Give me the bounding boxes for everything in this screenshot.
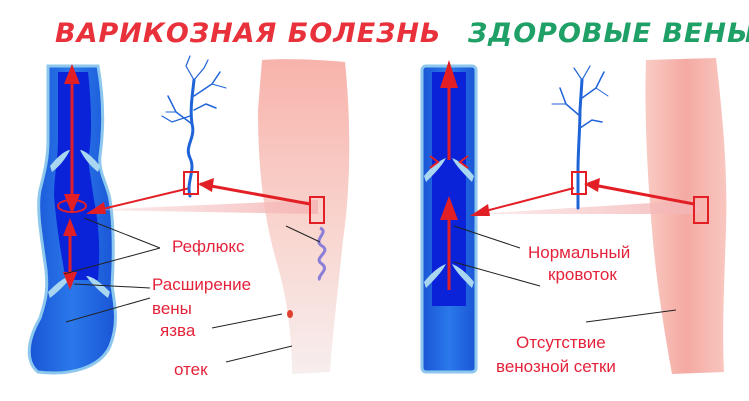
normal-flow-label-line2: кровоток <box>548 265 617 284</box>
healthy-tree-focus-box <box>571 171 587 195</box>
healthy-valve-upper-right <box>452 158 474 182</box>
varicose-valve-upper-right <box>80 150 100 172</box>
varicose-vein-tree <box>161 55 227 198</box>
healthy-panel: ЗДОРОВЫЕ ВЕНЫ Нормальный кровоток Отсутс… <box>420 16 749 378</box>
normal-flow-arrows <box>429 60 469 290</box>
healthy-leg-focus-box <box>693 196 709 224</box>
healthy-valve-lower-left <box>424 264 446 288</box>
absence-label-line2: венозной сетки <box>496 357 616 376</box>
varicose-leg-focus-box <box>309 196 325 224</box>
ulcer-label: язва <box>160 321 196 340</box>
edema-label: отек <box>174 360 208 379</box>
healthy-vein-tree <box>551 65 609 210</box>
ulcer-mark <box>287 310 293 318</box>
varicose-title: ВАРИКОЗНАЯ БОЛЕЗНЬ <box>55 18 442 49</box>
reflux-arrows <box>57 64 87 290</box>
varicose-leader-lines <box>63 217 321 363</box>
varicose-vein-lumen <box>54 72 100 280</box>
varicose-valve-lower-right <box>86 276 110 298</box>
healthy-valve-lower-right <box>452 264 474 288</box>
reflux-label: Рефлюкс <box>172 237 245 256</box>
healthy-valve-upper-left <box>424 158 446 182</box>
absence-label-line1: Отсутствие <box>516 333 606 352</box>
varicose-tree-focus-box <box>183 171 199 195</box>
varicose-valve-lower-left <box>48 276 72 298</box>
surface-varicose-vein <box>317 226 327 282</box>
healthy-zoom-arrowhead <box>470 204 490 216</box>
varicose-zoom-arrowhead <box>86 202 106 214</box>
healthy-zoom-beam <box>474 200 700 214</box>
healthy-title: ЗДОРОВЫЕ ВЕНЫ <box>467 18 749 49</box>
dilation-label-line1: Расширение <box>152 275 251 294</box>
varicose-leg <box>258 59 350 375</box>
normal-flow-label-line1: Нормальный <box>528 243 630 262</box>
varicose-zoom-beam <box>90 200 318 214</box>
dilation-label-line2: вены <box>152 299 192 318</box>
healthy-leader-lines <box>453 225 677 323</box>
varicose-valve-upper-left <box>50 150 70 172</box>
healthy-leg <box>645 58 727 374</box>
varicose-panel: ВАРИКОЗНАЯ БОЛЕЗНЬ Рефлюкс Расширение ве… <box>27 16 443 381</box>
